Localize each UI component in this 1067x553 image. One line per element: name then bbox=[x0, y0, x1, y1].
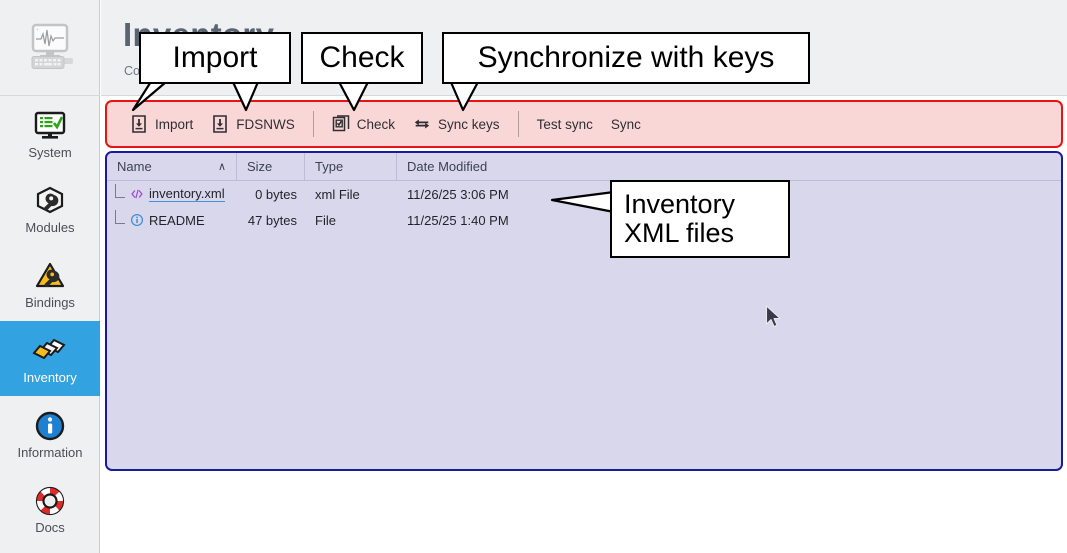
callout-tail-check bbox=[336, 78, 370, 112]
layers-stack-icon bbox=[30, 333, 70, 369]
file-list-panel: Name ∧ Size Type Date Modified bbox=[105, 151, 1063, 471]
table-row[interactable]: README 47 bytes File 11/25/25 1:40 PM bbox=[107, 207, 1061, 233]
column-header-date-label: Date Modified bbox=[407, 159, 488, 174]
info-circle-icon bbox=[30, 408, 70, 444]
sidebar-item-label: Inventory bbox=[23, 370, 77, 385]
callout-tail-import bbox=[131, 78, 168, 112]
column-header-size-label: Size bbox=[247, 159, 273, 174]
sync-arrows-icon bbox=[414, 119, 430, 129]
sidebar-item-system[interactable]: System bbox=[0, 96, 100, 171]
file-type-cell: xml File bbox=[315, 186, 360, 202]
sidebar: System Modules Bindings bbox=[0, 0, 100, 553]
app-logo bbox=[0, 0, 100, 96]
callout-synchronize-with-keys: Synchronize with keys bbox=[442, 32, 810, 84]
file-date-cell: 11/25/25 1:40 PM bbox=[407, 212, 509, 228]
file-size-cell: 0 bytes bbox=[255, 186, 297, 202]
check-button-label: Check bbox=[356, 116, 396, 132]
callout-sync-label: Synchronize with keys bbox=[477, 40, 775, 74]
check-button[interactable]: Check bbox=[323, 112, 404, 136]
sync-keys-button-label: Sync keys bbox=[438, 116, 500, 132]
sidebar-item-label: Bindings bbox=[25, 295, 75, 310]
toolbar-separator bbox=[517, 111, 519, 137]
file-date-cell: 11/26/25 3:06 PM bbox=[407, 186, 509, 202]
inventory-toolbar: Import FDSNWS bbox=[105, 100, 1063, 148]
import-button[interactable]: Import bbox=[121, 112, 202, 136]
checkbox-stack-icon bbox=[332, 115, 350, 132]
sync-button-label: Sync bbox=[610, 116, 641, 132]
column-header-name[interactable]: Name ∧ bbox=[107, 153, 237, 180]
column-header-date-modified[interactable]: Date Modified bbox=[397, 153, 1061, 180]
seismometer-computer-icon bbox=[31, 23, 73, 69]
import-download-icon bbox=[132, 115, 146, 133]
sync-keys-button[interactable]: Sync keys bbox=[404, 112, 509, 136]
callout-tail-sync bbox=[448, 78, 480, 112]
warning-wrench-icon bbox=[30, 258, 70, 294]
sidebar-item-label: System bbox=[28, 145, 72, 160]
lifebuoy-icon bbox=[30, 483, 70, 519]
sidebar-item-bindings[interactable]: Bindings bbox=[0, 246, 100, 321]
tree-branch-icon bbox=[115, 209, 125, 224]
tree-branch-icon bbox=[115, 183, 125, 198]
callout-tail-inventory bbox=[550, 190, 616, 214]
column-header-name-label: Name bbox=[117, 159, 152, 174]
callout-inventory-line1: Inventory bbox=[624, 188, 736, 219]
sidebar-item-label: Docs bbox=[35, 520, 65, 535]
cube-wrench-icon bbox=[30, 183, 70, 219]
file-type-cell: File bbox=[315, 212, 336, 228]
file-name-label[interactable]: README bbox=[149, 212, 205, 228]
test-sync-button-label: Test sync bbox=[536, 116, 593, 132]
fdsnws-button[interactable]: FDSNWS bbox=[202, 112, 304, 136]
sidebar-item-inventory[interactable]: Inventory bbox=[0, 321, 100, 396]
monitor-checklist-icon bbox=[30, 108, 70, 144]
file-size-cell: 47 bytes bbox=[247, 212, 297, 228]
toolbar-highlight: Import FDSNWS bbox=[105, 100, 1063, 148]
file-name-cell[interactable]: README bbox=[107, 209, 237, 228]
callout-import: Import bbox=[139, 32, 291, 84]
test-sync-button[interactable]: Test sync bbox=[528, 114, 602, 135]
callout-check-label: Check bbox=[319, 40, 405, 74]
toolbar-separator bbox=[312, 111, 314, 137]
sidebar-item-information[interactable]: Information bbox=[0, 396, 100, 471]
sidebar-item-modules[interactable]: Modules bbox=[0, 171, 100, 246]
info-circle-small-icon bbox=[130, 213, 144, 227]
callout-check: Check bbox=[301, 32, 423, 84]
sidebar-item-label: Modules bbox=[25, 220, 75, 235]
xml-code-icon bbox=[131, 189, 143, 199]
sync-button[interactable]: Sync bbox=[602, 114, 650, 135]
callout-inventory-line2: XML files bbox=[624, 218, 735, 248]
callout-tail-fdsnws bbox=[230, 78, 260, 112]
column-header-size[interactable]: Size bbox=[237, 153, 305, 180]
file-list-highlight: Name ∧ Size Type Date Modified bbox=[105, 151, 1063, 471]
import-button-label: Import bbox=[155, 116, 194, 132]
callout-import-label: Import bbox=[172, 40, 258, 74]
import-download-icon bbox=[213, 115, 228, 133]
sidebar-item-docs[interactable]: Docs bbox=[0, 471, 100, 546]
file-list-header: Name ∧ Size Type Date Modified bbox=[107, 153, 1061, 181]
sidebar-item-label: Information bbox=[17, 445, 83, 460]
file-name-cell[interactable]: inventory.xml bbox=[107, 183, 237, 202]
column-header-type-label: Type bbox=[315, 159, 344, 174]
fdsnws-button-label: FDSNWS bbox=[236, 116, 295, 132]
mouse-pointer-icon bbox=[765, 305, 781, 328]
file-name-label[interactable]: inventory.xml bbox=[149, 186, 225, 202]
callout-inventory-xml-files: Inventory XML files bbox=[610, 180, 790, 258]
sort-ascending-icon: ∧ bbox=[217, 161, 226, 173]
table-row[interactable]: inventory.xml 0 bytes xml File 11/26/25 … bbox=[107, 181, 1061, 207]
column-header-type[interactable]: Type bbox=[305, 153, 397, 180]
